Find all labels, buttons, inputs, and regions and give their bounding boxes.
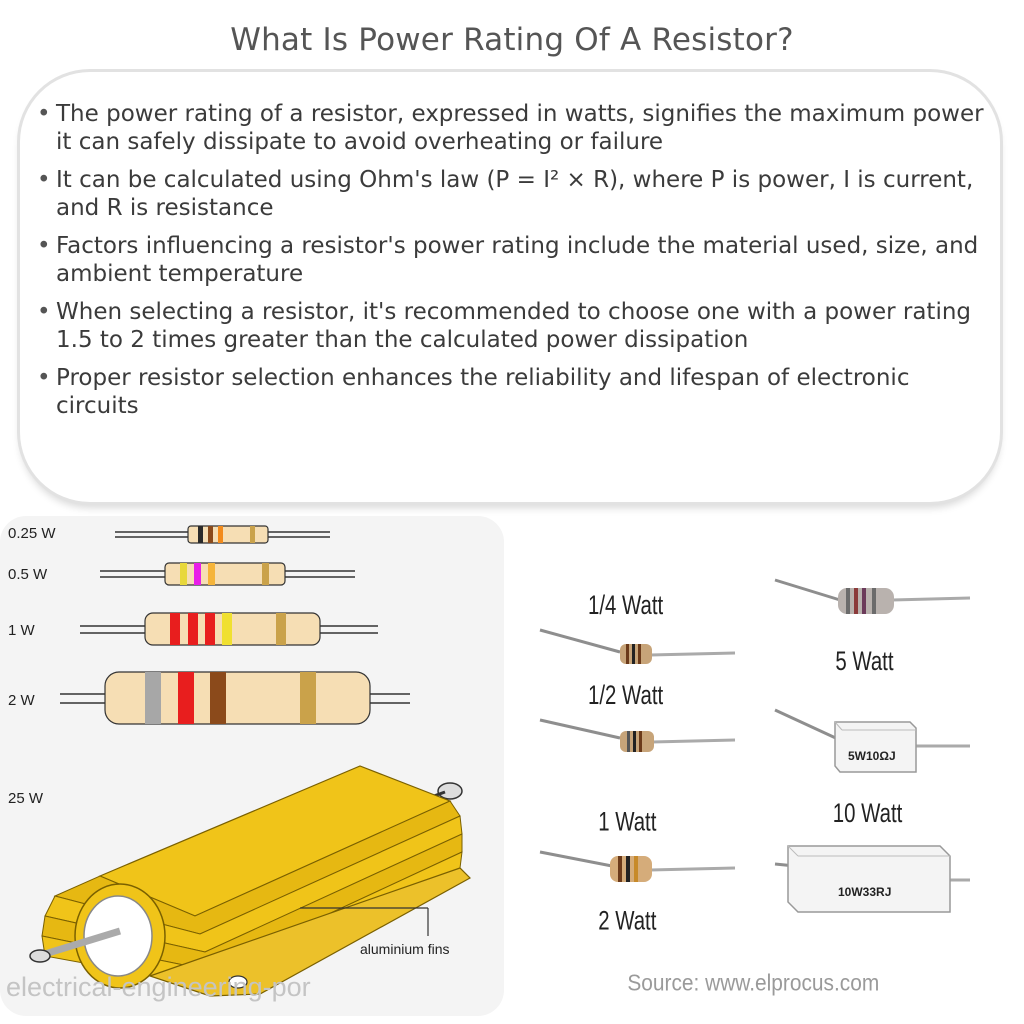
fins-label: aluminium fins (360, 941, 449, 957)
resistor-025w (115, 525, 330, 544)
bullet-item: Proper resistor selection enhances the r… (34, 364, 984, 420)
label-five-watt: 5 Watt (835, 647, 894, 676)
resistor-wattage-figure: 1/4 Watt 1/2 Watt 1 Watt (520, 560, 1000, 1000)
resistor-ten-watt (774, 845, 970, 913)
label-025w: 0.25 W (8, 525, 56, 542)
resistor-10w-marking: 10W33RJ (838, 885, 891, 899)
source-credit: Source: www.elprocus.com (627, 970, 879, 996)
resistor-one-watt (539, 850, 736, 882)
resistor-quarter-watt (539, 628, 736, 664)
bullet-list: The power rating of a resistor, expresse… (34, 100, 984, 430)
label-1w: 1 W (8, 622, 36, 639)
resistor-5w-marking: 5W10ΩJ (848, 749, 896, 763)
bullet-item: The power rating of a resistor, expresse… (34, 100, 984, 156)
resistor-sizes-figure: 0.25 W 0.5 W 1 W (0, 516, 504, 1016)
page-title: What Is Power Rating Of A Resistor? (230, 22, 794, 58)
resistor-05w (100, 562, 355, 586)
resistor-half-watt (539, 718, 736, 752)
watermark: electrical-engineering-por (6, 972, 311, 1002)
label-two-watt: 2 Watt (598, 906, 657, 935)
label-one-watt: 1 Watt (598, 807, 657, 836)
resistor-five-watt (774, 708, 970, 773)
label-25w: 25 W (8, 790, 44, 807)
label-quarter-watt: 1/4 Watt (588, 590, 664, 619)
resistor-1w (80, 612, 378, 646)
label-half-watt: 1/2 Watt (588, 681, 664, 710)
label-2w: 2 W (8, 692, 36, 709)
resistor-25w-heatsink (29, 765, 471, 997)
resistor-2w (60, 671, 410, 725)
label-05w: 0.5 W (8, 566, 48, 583)
resistor-top-right (774, 578, 971, 614)
label-ten-watt: 10 Watt (833, 798, 903, 827)
bullet-item: When selecting a resistor, it's recommen… (34, 298, 984, 354)
bullet-item: It can be calculated using Ohm's law (P … (34, 166, 984, 222)
bullet-item: Factors influencing a resistor's power r… (34, 232, 984, 288)
